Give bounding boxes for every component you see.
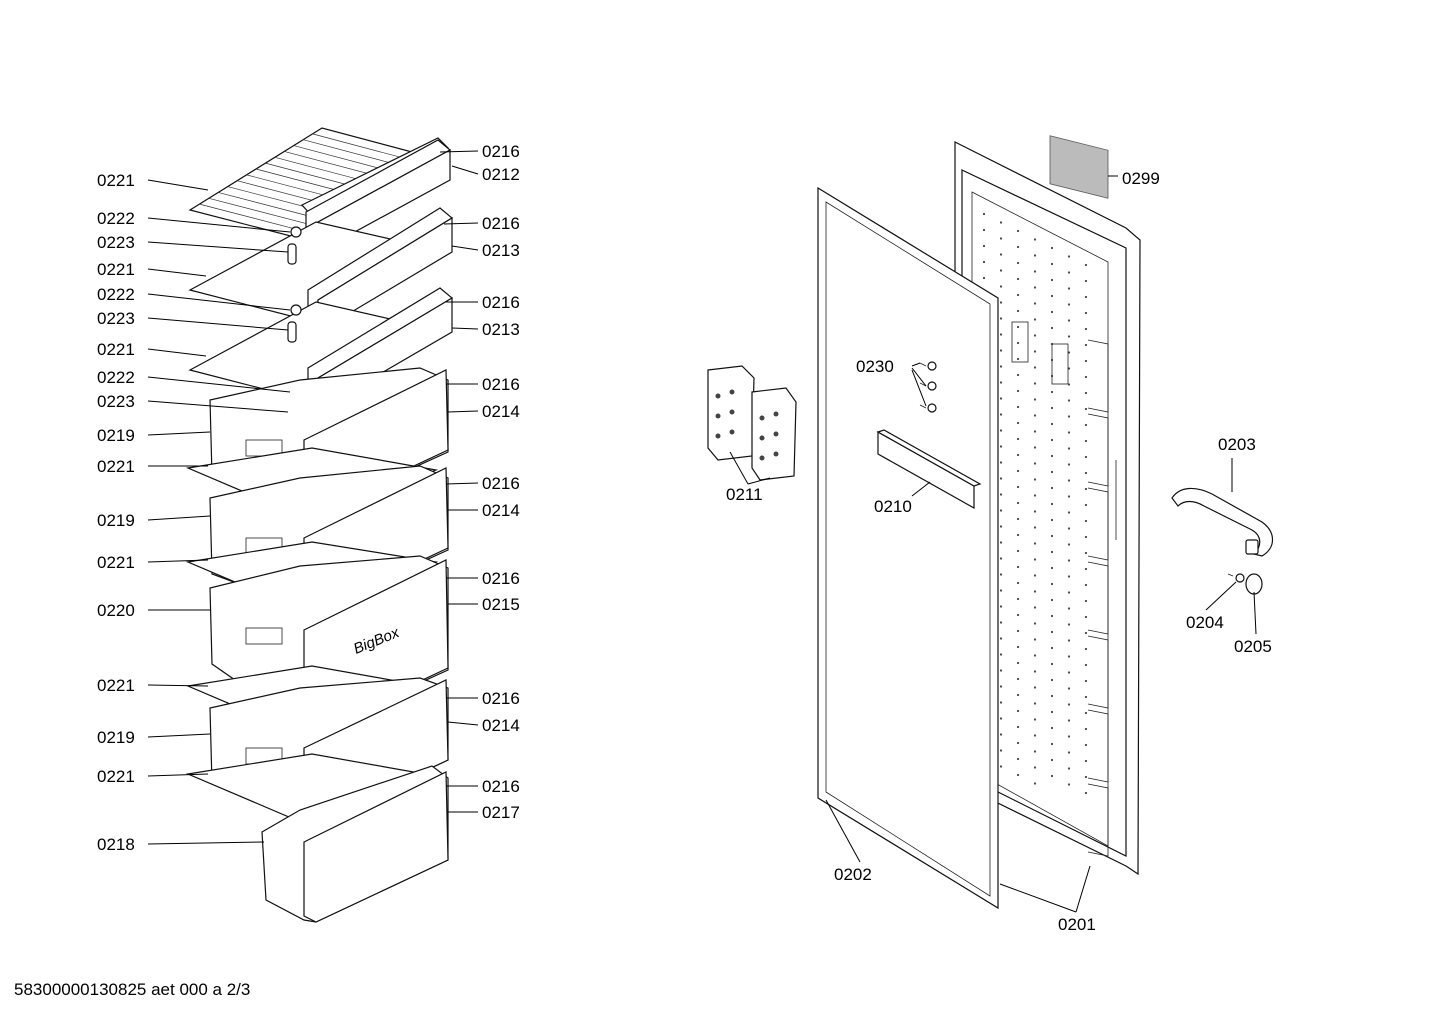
- handle-fixings: [1227, 573, 1263, 595]
- callout-label: 0214: [482, 402, 520, 421]
- document-id: 58300000130825 aet 000 a 2/3: [14, 980, 251, 999]
- cold-packs: [707, 365, 797, 481]
- callout-label: 0221: [97, 171, 135, 190]
- callout-label: 0212: [482, 165, 520, 184]
- callout-label: 0219: [97, 511, 135, 530]
- callout-label: 0211: [726, 485, 763, 504]
- callout-label: 0216: [482, 474, 520, 493]
- callout-label: 0216: [482, 293, 520, 312]
- callout-label: 0216: [482, 689, 520, 708]
- callout-label: 0220: [97, 601, 135, 620]
- callout-label: 0215: [482, 595, 520, 614]
- callout-label: 0214: [482, 716, 520, 735]
- callout-label: 0299: [1122, 169, 1160, 188]
- callout-label: 0205: [1234, 637, 1272, 656]
- callout-label: 0221: [97, 457, 135, 476]
- callout-label: 0230: [856, 357, 894, 376]
- callout-label: 0219: [97, 426, 135, 445]
- callout-label: 0203: [1218, 435, 1256, 454]
- door-assembly: 0299 0230 0211 0210 0203 0204 0205 0202 0201: [707, 135, 1274, 934]
- callout-label: 0223: [97, 233, 135, 252]
- label-strip: [1049, 135, 1109, 199]
- callout-label: 0221: [97, 676, 135, 695]
- callout-label: 0221: [97, 553, 135, 572]
- callout-label: 0204: [1186, 613, 1224, 632]
- door-handle: [1171, 487, 1274, 557]
- screws: [919, 361, 937, 413]
- callout-label: 0201: [1058, 915, 1096, 934]
- callout-label: 0222: [97, 209, 135, 228]
- callout-label: 0213: [482, 320, 520, 339]
- callout-label: 0202: [834, 865, 872, 884]
- callout-label: 0222: [97, 368, 135, 387]
- callout-label: 0221: [97, 260, 135, 279]
- callout-label: 0221: [97, 340, 135, 359]
- callout-label: 0214: [482, 501, 520, 520]
- door-gasket: [817, 186, 999, 910]
- callout-label: 0216: [482, 375, 520, 394]
- callout-label: 0222: [97, 285, 135, 304]
- door-strip: [876, 429, 982, 510]
- callout-label: 0218: [97, 835, 135, 854]
- callout-label: 0219: [97, 728, 135, 747]
- callout-label: 0221: [97, 767, 135, 786]
- drawer-0217: [261, 765, 449, 923]
- callout-label: 0216: [482, 214, 520, 233]
- callout-label: 0223: [97, 309, 135, 328]
- callout-label: 0216: [482, 777, 520, 796]
- callout-label: 0216: [482, 569, 520, 588]
- callout-label: 0213: [482, 241, 520, 260]
- callout-label: 0210: [874, 497, 912, 516]
- callout-label: 0216: [482, 142, 520, 161]
- callout-label: 0217: [482, 803, 520, 822]
- callout-label: 0223: [97, 392, 135, 411]
- inner-door-panel: [954, 141, 1141, 876]
- drawer-shelf-assembly: BigBox 022102220223022102220223022102220…: [97, 127, 520, 923]
